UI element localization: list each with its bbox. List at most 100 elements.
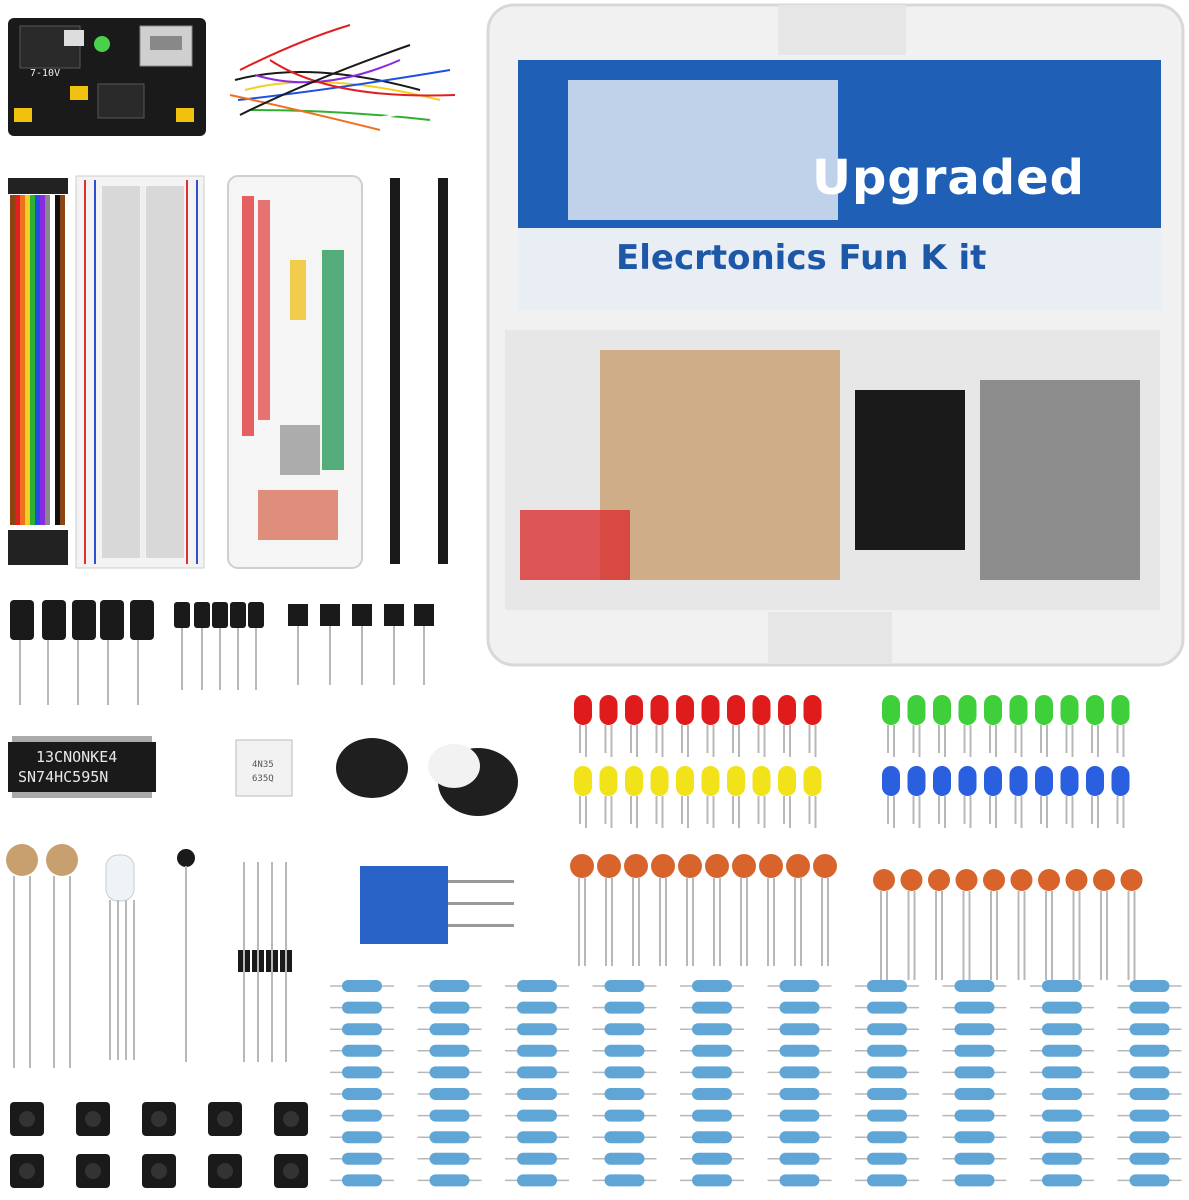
tactile-button-cap [151,1111,167,1127]
potentiometer [360,866,514,944]
yellow-led [752,766,771,796]
ceramic-capacitor-22 [651,854,675,878]
resistor [867,1066,907,1079]
resistor [692,1109,732,1122]
resistor [429,1001,470,1014]
yellow-led [778,766,796,796]
ceramic-capacitor-104 [1120,869,1143,891]
red-led [701,695,720,725]
resistor [954,980,995,992]
ceramic-capacitors [570,854,1143,980]
resistor [1042,1152,1082,1165]
resistor [604,1088,645,1100]
resistor [517,1066,557,1079]
resistor [867,1174,907,1187]
resistor [342,1023,382,1036]
resistor [342,1152,382,1165]
resistor [429,1152,470,1165]
resistor [867,1088,907,1100]
resistor [867,980,907,992]
resistor [954,1131,995,1144]
resistor [517,1131,557,1144]
resistor [692,1152,732,1165]
yellow-led [625,766,643,796]
thermistor [177,849,195,867]
yellow-led [701,766,720,796]
ceramic-capacitor-104 [873,869,895,891]
resistor [779,1131,820,1144]
resistor [779,1066,820,1079]
yellow-led [574,766,592,796]
yellow-led [803,766,822,796]
resistor [342,1066,382,1079]
storage-case [486,3,1185,667]
led-rows [574,695,1130,828]
green-led [958,695,977,725]
transistors [288,604,434,626]
ceramic-capacitor-104 [983,869,1005,891]
resistor [692,980,732,992]
resistor [1042,980,1082,992]
red-led [625,695,643,725]
green-led [933,695,951,725]
resistor [429,980,470,992]
resistor [517,1023,557,1036]
blue-led [1111,766,1130,796]
resistor [867,1152,907,1165]
blue-led [907,766,926,796]
box-subtitle: Elecrtonics Fun K it [616,238,987,278]
rgb-led [105,854,135,902]
blue-led [882,766,900,796]
resistor [779,1088,820,1100]
resistor [517,1174,557,1187]
breadboard [75,175,205,569]
ceramic-capacitor-104 [1065,869,1088,891]
resistor [604,1174,645,1187]
resistor [692,1174,732,1187]
optocoupler-marking-1: 4N35 [252,760,274,770]
resistor-grid [330,980,1182,1187]
box-title: Upgraded [812,150,1086,206]
resistor [1129,1066,1170,1079]
breadboard-power-module [8,18,206,136]
electrolytic-capacitors [10,600,264,640]
resistor [517,1001,557,1014]
green-led [1086,695,1104,725]
red-led [727,695,745,725]
blue-led [1009,766,1028,796]
ceramic-capacitor-22 [624,854,648,878]
ceramic-capacitor-22 [786,854,810,878]
resistor [1042,1131,1082,1144]
green-led [1035,695,1053,725]
resistor [1129,1023,1170,1036]
resistor [1042,1088,1082,1100]
resistor [429,1044,470,1057]
red-led [676,695,694,725]
resistor [1129,1109,1170,1122]
green-led [907,695,926,725]
jumper-wires [229,24,456,131]
resistor [779,1174,820,1187]
photoresistors [6,844,78,876]
resistor [954,1152,995,1165]
resistor [1129,980,1170,992]
green-led [984,695,1002,725]
dupont-cable-ribbon [8,178,68,565]
resistor [779,1044,820,1057]
resistor [1129,1088,1170,1100]
resistor [429,1066,470,1079]
yellow-led [599,766,618,796]
resistor [429,1109,470,1122]
red-led [778,695,796,725]
ceramic-capacitor-22 [705,854,729,878]
resistor [954,1066,995,1079]
green-led [1060,695,1079,725]
ceramic-capacitor-104 [928,869,950,891]
green-led [882,695,900,725]
blue-led [933,766,951,796]
resistor [517,1044,557,1057]
tactile-button-cap [283,1163,299,1179]
resistor [692,1088,732,1100]
resistor [779,1109,820,1122]
